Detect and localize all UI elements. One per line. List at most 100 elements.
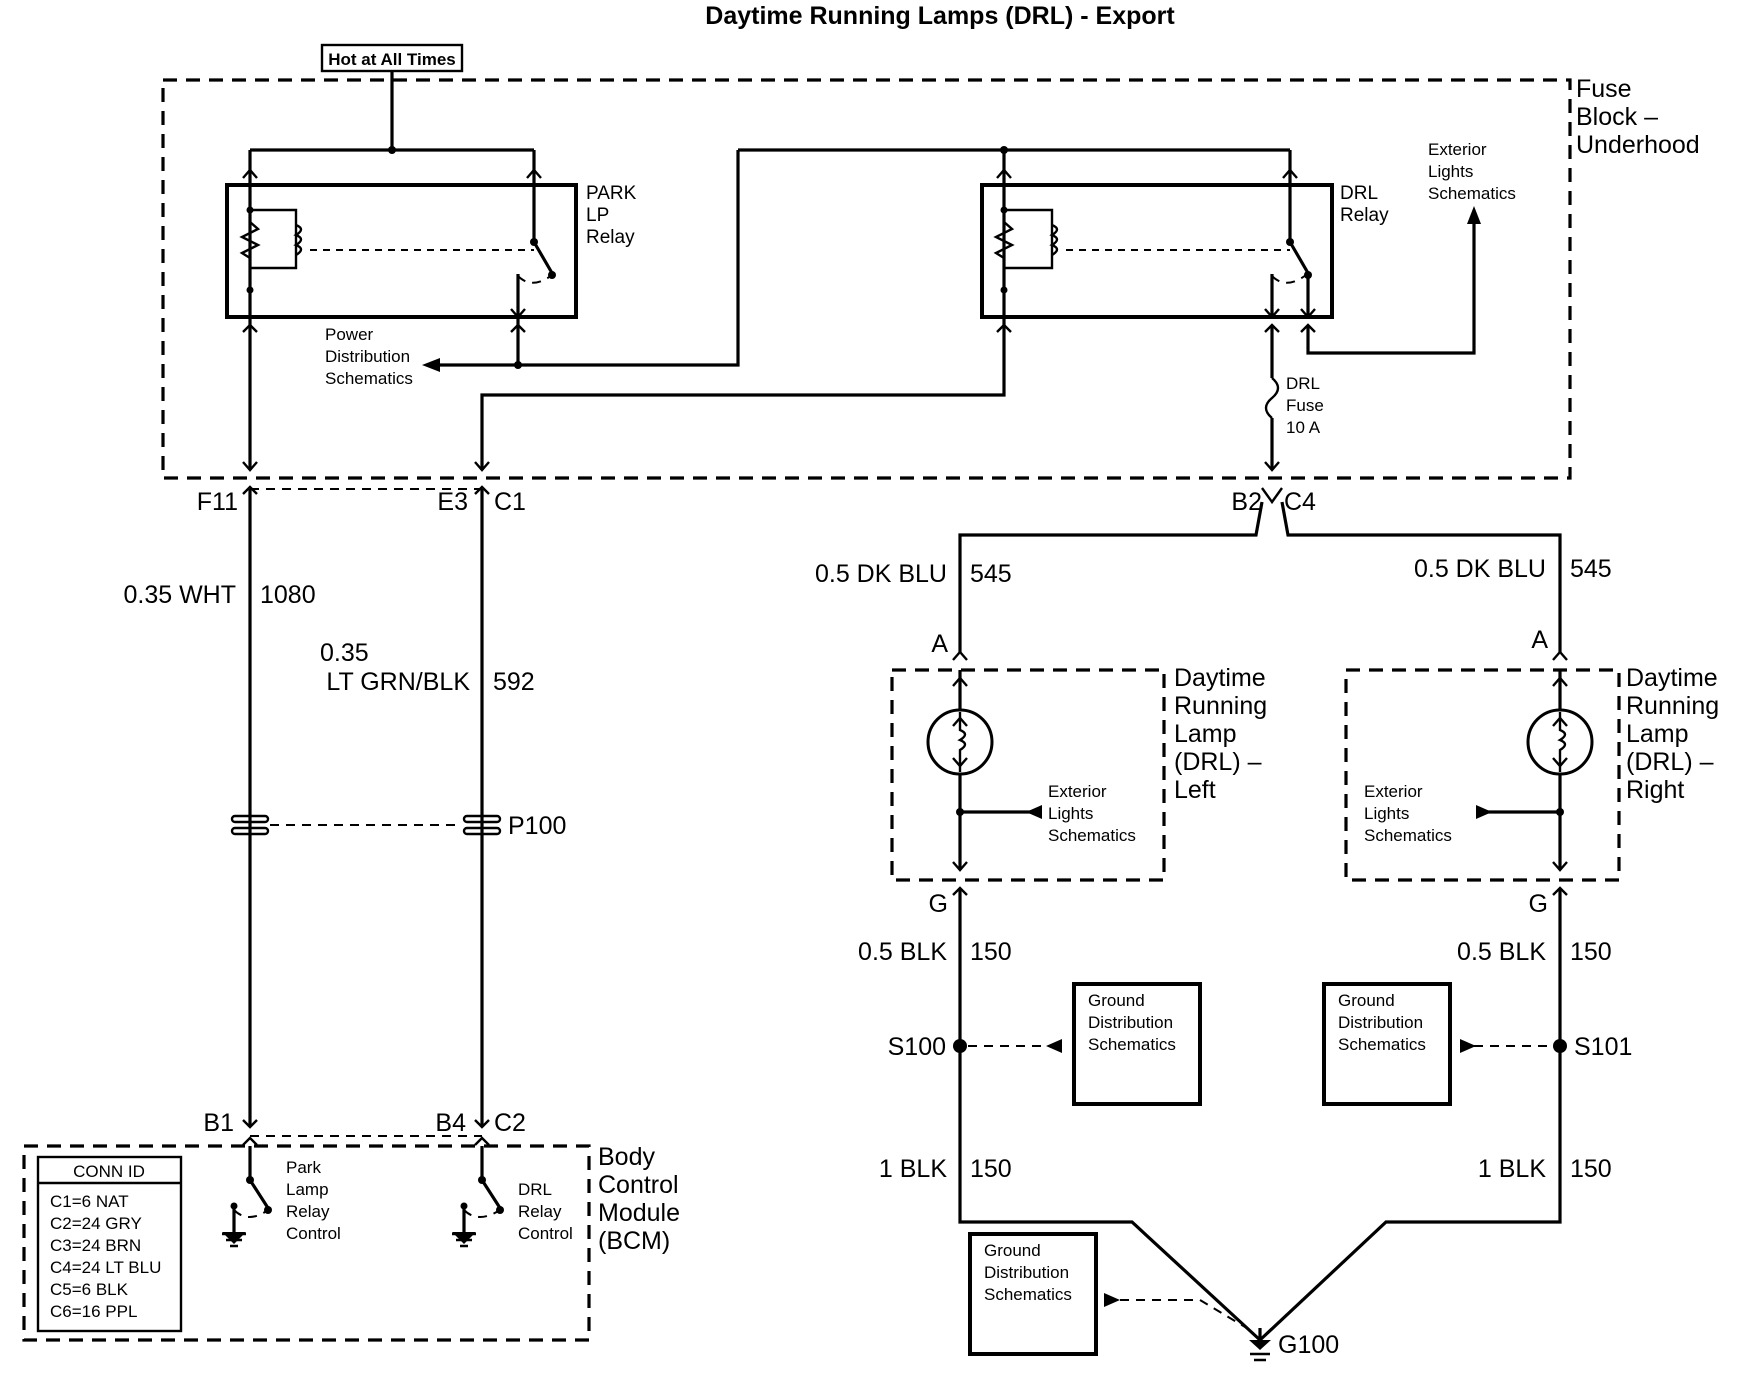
connector-c4: C4	[1284, 488, 1316, 516]
bcm-boundary	[22, 1144, 591, 1342]
conn-id-row: C4=24 LT BLU	[50, 1258, 161, 1277]
splice-s100	[953, 1039, 967, 1053]
connector-b1: B1	[203, 1109, 234, 1137]
conn-id-row: C1=6 NAT	[50, 1192, 129, 1211]
svg-text:Control: Control	[286, 1224, 341, 1243]
svg-text:Control: Control	[518, 1224, 573, 1243]
svg-text:DRL: DRL	[1286, 374, 1320, 393]
splice-s100-label: S100	[888, 1033, 946, 1061]
ground-g100-symbol	[1249, 1328, 1271, 1362]
svg-text:Distribution: Distribution	[1088, 1013, 1173, 1032]
svg-text:Relay: Relay	[518, 1202, 562, 1221]
dkblu-circuit-right: 545	[1570, 555, 1612, 583]
ground-g100-label: G100	[1278, 1331, 1339, 1359]
power-distribution-label: Power Distribution Schematics	[325, 325, 413, 388]
hot-at-all-times-label: Hot at All Times	[320, 43, 464, 73]
drl-right-boundary	[1344, 668, 1621, 882]
drl-left-boundary	[890, 668, 1166, 882]
svg-text:Running: Running	[1174, 692, 1267, 720]
svg-text:Distribution: Distribution	[984, 1263, 1069, 1282]
connector-p100: P100	[508, 812, 566, 840]
drl-relay	[480, 148, 1334, 470]
connector-a-right: A	[1531, 626, 1548, 654]
svg-text:(DRL) –: (DRL) –	[1174, 748, 1262, 776]
splice-s101	[1553, 1039, 1567, 1053]
connector-c2: C2	[494, 1109, 526, 1137]
drl-relay-control-label: DRL Relay Control	[518, 1180, 573, 1243]
connector-f11: F11	[197, 488, 238, 516]
park-lp-relay	[225, 148, 578, 470]
svg-text:Body: Body	[598, 1143, 655, 1171]
connector-b4: B4	[435, 1109, 466, 1137]
svg-text:Left: Left	[1174, 776, 1216, 804]
blk1-circuit-right: 150	[1570, 1155, 1612, 1183]
connector-g-left: G	[929, 890, 948, 918]
svg-text:Schematics: Schematics	[1364, 826, 1452, 845]
fuse-block-boundary	[161, 78, 1572, 480]
exterior-lights-right-label: Exterior Lights Schematics	[1364, 782, 1452, 845]
svg-text:Distribution: Distribution	[1338, 1013, 1423, 1032]
conn-id-row: C3=24 BRN	[50, 1236, 141, 1255]
drl-left-lamp	[926, 670, 1042, 872]
svg-text:DRL: DRL	[518, 1180, 552, 1199]
svg-text:Fuse: Fuse	[1576, 75, 1632, 103]
svg-text:Schematics: Schematics	[1338, 1035, 1426, 1054]
svg-text:Exterior: Exterior	[1364, 782, 1423, 801]
grn-size-label-2: LT GRN/BLK	[326, 668, 470, 696]
svg-text:Schematics: Schematics	[984, 1285, 1072, 1304]
park-lamp-relay-control-label: Park Lamp Relay Control	[286, 1158, 341, 1243]
dkblu-circuit-left: 545	[970, 560, 1012, 588]
connector-a-left: A	[931, 630, 948, 658]
svg-text:Park: Park	[286, 1158, 321, 1177]
blk1-size-left: 1 BLK	[879, 1155, 947, 1183]
svg-text:Ground: Ground	[1338, 991, 1395, 1010]
ground-distribution-box-left: Ground Distribution Schematics	[1072, 982, 1202, 1106]
svg-text:Schematics: Schematics	[1048, 826, 1136, 845]
svg-text:Control: Control	[598, 1171, 679, 1199]
svg-text:Distribution: Distribution	[325, 347, 410, 366]
connector-e3: E3	[437, 488, 468, 516]
grn-size-label-1: 0.35	[320, 639, 369, 667]
svg-text:Block –: Block –	[1576, 103, 1658, 131]
exterior-lights-top-label: Exterior Lights Schematics	[1428, 140, 1516, 203]
svg-text:Daytime: Daytime	[1174, 664, 1266, 692]
svg-text:Relay: Relay	[586, 227, 635, 248]
drl-fuse	[1264, 325, 1280, 470]
hot-label-text: Hot at All Times	[328, 50, 456, 69]
dkblu-size-right: 0.5 DK BLU	[1414, 555, 1546, 583]
fuse-block-label: Fuse Block – Underhood	[1576, 75, 1700, 159]
ground-distribution-box-bottom: Ground Distribution Schematics	[968, 1232, 1098, 1356]
svg-text:LP: LP	[586, 205, 609, 226]
svg-text:Lamp: Lamp	[1626, 720, 1689, 748]
svg-text:Relay: Relay	[286, 1202, 330, 1221]
svg-text:Schematics: Schematics	[1428, 184, 1516, 203]
svg-text:Exterior: Exterior	[1428, 140, 1487, 159]
conn-id-title: CONN ID	[73, 1162, 145, 1181]
svg-text:Schematics: Schematics	[325, 369, 413, 388]
conn-id-row: C5=6 BLK	[50, 1280, 129, 1299]
bcm-label: Body Control Module (BCM)	[598, 1143, 680, 1255]
connector-b2: B2	[1231, 488, 1262, 516]
blk-size-left: 0.5 BLK	[858, 938, 947, 966]
svg-text:Lamp: Lamp	[286, 1180, 329, 1199]
svg-text:(BCM): (BCM)	[598, 1227, 670, 1255]
connector-c1: C1	[494, 488, 526, 516]
exterior-lights-left-label: Exterior Lights Schematics	[1048, 782, 1136, 845]
wht-circuit-label: 1080	[260, 581, 316, 609]
svg-text:Module: Module	[598, 1199, 680, 1227]
svg-text:Lights: Lights	[1428, 162, 1473, 181]
svg-text:Ground: Ground	[984, 1241, 1041, 1260]
blk-size-right: 0.5 BLK	[1457, 938, 1546, 966]
svg-text:DRL: DRL	[1340, 183, 1378, 204]
svg-text:Lights: Lights	[1364, 804, 1409, 823]
svg-text:Ground: Ground	[1088, 991, 1145, 1010]
park-lamp-relay-control-switch	[222, 1146, 272, 1248]
ground-distribution-box-right: Ground Distribution Schematics	[1322, 982, 1452, 1106]
blk-circuit-right: 150	[1570, 938, 1612, 966]
grn-circuit-label: 592	[493, 668, 535, 696]
svg-text:Running: Running	[1626, 692, 1719, 720]
p100-connector	[230, 814, 502, 836]
blk1-circuit-left: 150	[970, 1155, 1012, 1183]
drl-relay-label: DRL Relay	[1340, 183, 1389, 226]
